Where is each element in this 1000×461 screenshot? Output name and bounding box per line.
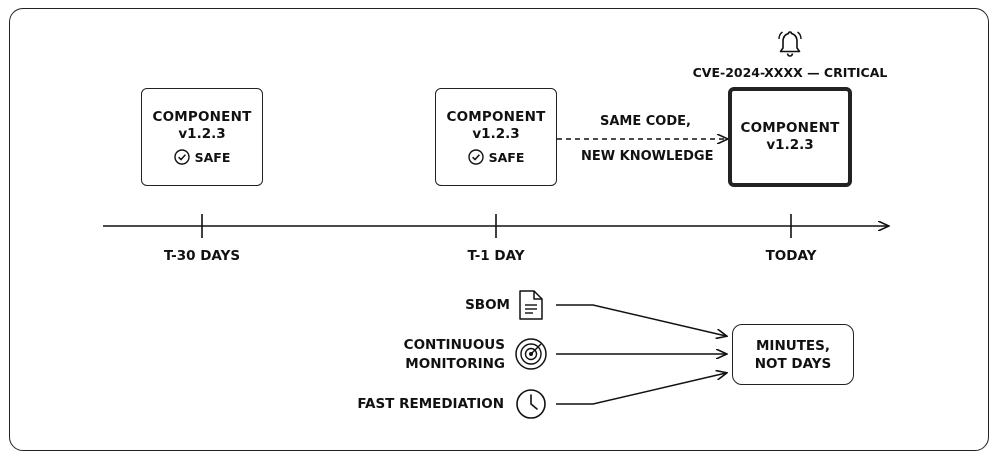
component-box-today: COMPONENT v1.2.3 [728, 87, 852, 187]
sbom-arrow [556, 304, 726, 336]
outcome-line1: MINUTES, [756, 337, 830, 354]
outcome-line2: NOT DAYS [754, 355, 832, 372]
outcome-box: MINUTES, NOT DAYS [732, 324, 854, 385]
document-icon [519, 290, 543, 320]
safe-status: SAFE [467, 149, 525, 165]
safe-status: SAFE [173, 149, 231, 165]
input-label-monitoring-line1: CONTINUOUS [403, 337, 505, 353]
tick-label-today: TODAY [765, 248, 817, 264]
component-box-t1: COMPONENT v1.2.3 SAFE [435, 88, 557, 186]
input-label-remediation: FAST REMEDIATION [357, 396, 504, 412]
component-box-t30: COMPONENT v1.2.3 SAFE [141, 88, 263, 186]
component-version: v1.2.3 [766, 137, 814, 153]
bell-icon [778, 31, 802, 57]
remediation-arrow [556, 373, 726, 405]
cve-label: CVE-2024-XXXX — CRITICAL [692, 65, 888, 80]
safe-label: SAFE [194, 149, 231, 165]
component-title: COMPONENT [446, 109, 546, 125]
component-title: COMPONENT [740, 120, 840, 136]
safe-label: SAFE [488, 149, 525, 165]
radar-icon [515, 338, 547, 370]
diagram-frame [9, 8, 989, 451]
transition-label-line2: NEW KNOWLEDGE [581, 149, 714, 164]
check-circle-icon [173, 149, 190, 165]
tick-label-t30: T-30 DAYS [163, 248, 241, 264]
component-version: v1.2.3 [472, 126, 520, 142]
input-label-sbom: SBOM [465, 297, 510, 313]
check-circle-icon [467, 149, 484, 165]
transition-label-line1: SAME CODE, [600, 114, 691, 129]
component-version: v1.2.3 [178, 126, 226, 142]
component-title: COMPONENT [152, 109, 252, 125]
input-label-monitoring-line2: MONITORING [405, 356, 505, 372]
tick-label-t1: T-1 DAY [467, 248, 525, 264]
clock-icon [516, 389, 546, 419]
